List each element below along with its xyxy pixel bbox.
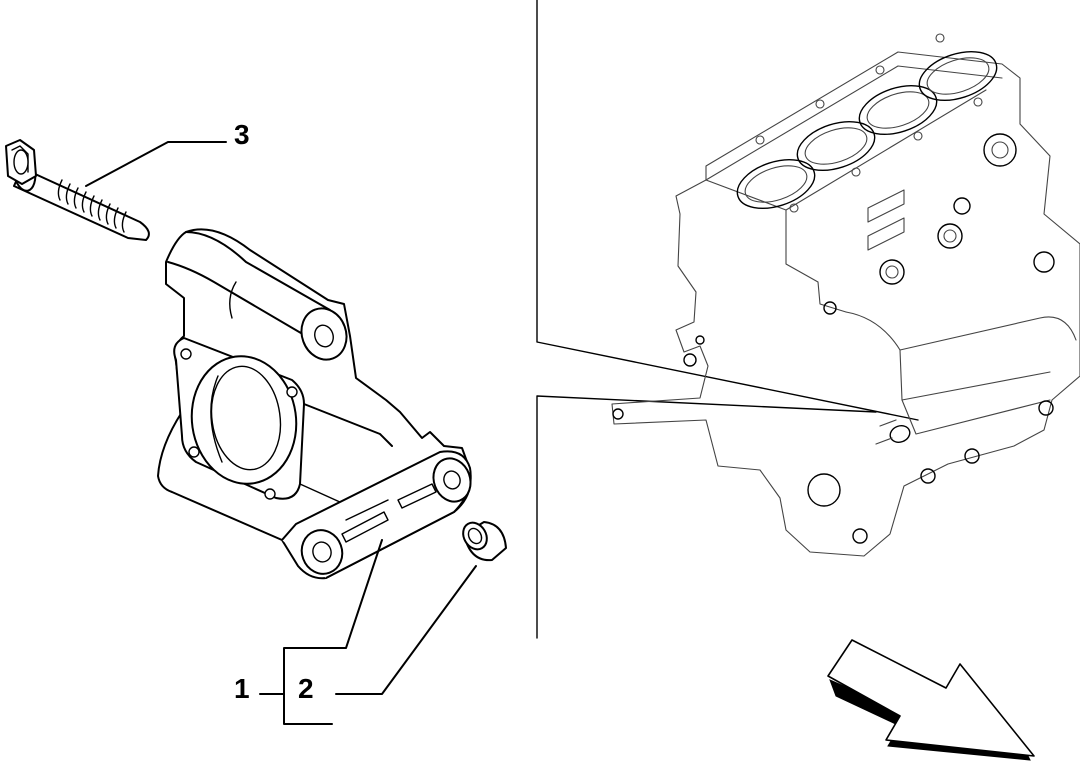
deck-bolt-holes bbox=[755, 33, 983, 213]
callout-2: 2 bbox=[298, 673, 314, 704]
engine-block-context bbox=[611, 33, 1080, 557]
bushing-part-2 bbox=[462, 521, 507, 562]
leader-lines bbox=[85, 141, 477, 725]
bracket-part-1 bbox=[157, 228, 472, 580]
detail-frame-lines bbox=[536, 0, 919, 639]
callout-3: 3 bbox=[234, 119, 250, 150]
cylinder-bores bbox=[736, 50, 998, 210]
front-direction-arrow-icon bbox=[827, 639, 1035, 761]
callout-1: 1 bbox=[234, 673, 250, 704]
bolt-part-3 bbox=[5, 139, 150, 241]
